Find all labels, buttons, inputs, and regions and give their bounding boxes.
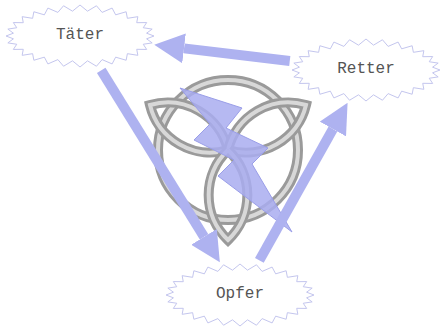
flow-arrow bbox=[101, 70, 204, 236]
lightning-bolt bbox=[180, 88, 292, 232]
flow-arrow bbox=[259, 129, 333, 260]
starburst-path bbox=[292, 39, 440, 101]
starburst-path bbox=[6, 5, 154, 67]
role-label: Opfer bbox=[216, 285, 264, 304]
flow-arrow bbox=[184, 48, 290, 61]
role-starburst: Opfer bbox=[165, 263, 315, 327]
role-label: Retter bbox=[337, 60, 395, 79]
role-starburst: Retter bbox=[291, 38, 441, 102]
role-label: Täter bbox=[56, 26, 104, 45]
role-starburst: Täter bbox=[5, 4, 155, 68]
starburst-path bbox=[166, 264, 314, 326]
